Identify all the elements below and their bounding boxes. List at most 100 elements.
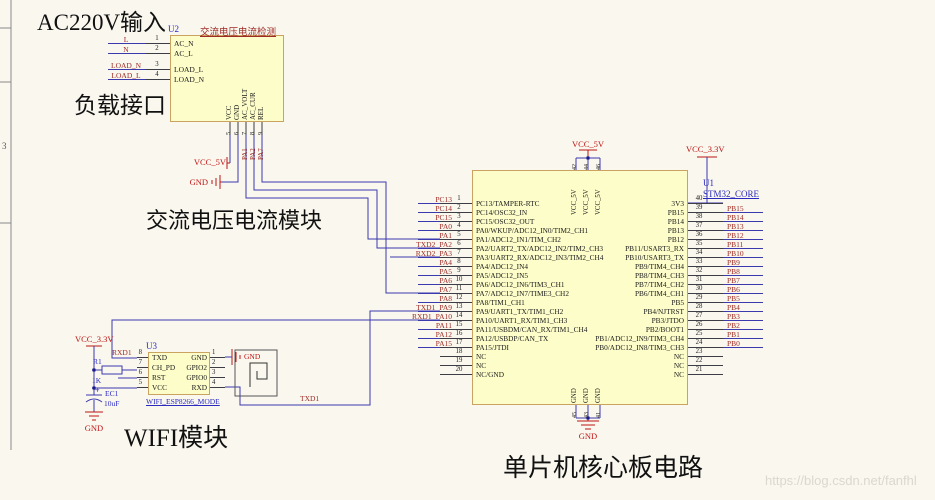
net-label: PB0: [727, 339, 740, 348]
right-pin-stub: [688, 274, 723, 276]
net-label: PB6: [727, 285, 740, 294]
left-pin-number: 10: [455, 276, 463, 283]
right-pin-name: NC: [673, 361, 684, 370]
right-pin-name: PB15: [667, 208, 684, 217]
left-pin-name: PA10/UART1_RX/TIM1_CH3: [476, 316, 568, 325]
u1-pin-row: PA5 9 PA5/ADC12_IN5 PB8/TIM4_CH3 32 PB8: [395, 267, 770, 280]
right-pin-number: 4: [212, 378, 216, 386]
u2-pin-row: LOAD_L 4 LOAD_N: [108, 70, 238, 84]
u3-pin-row: 7 CH_PD GPIO2 2: [118, 359, 234, 372]
pin-number: 3: [155, 60, 159, 68]
right-pin-number: 29: [695, 294, 703, 301]
pin-number: 4: [155, 70, 159, 78]
u2-pin-row: L 1 AC_N: [108, 35, 238, 48]
left-wire: [418, 292, 440, 294]
resistor-r1-symbol: [101, 365, 123, 375]
left-wire: [418, 265, 440, 267]
left-wire: [418, 328, 440, 330]
left-wire: [418, 247, 440, 249]
right-pin-stub: [688, 310, 723, 312]
right-pin-number: 1: [212, 348, 216, 356]
left-net-labels: PA1: [395, 231, 452, 240]
left-pin-number: 14: [455, 312, 463, 319]
u1-comment: STM32_CORE: [703, 189, 760, 199]
net-label: L: [123, 35, 129, 44]
left-pin-number: 5: [457, 231, 461, 238]
net-label: PA3: [439, 249, 452, 258]
left-pin-name: PA9/UART1_TX/TIM1_CH2: [476, 307, 564, 316]
right-pin-stub: [688, 202, 723, 204]
pin-stub: [145, 42, 170, 44]
pin-name: GND: [595, 388, 602, 403]
left-net-labels: PA11: [395, 321, 452, 330]
net-label: LOAD_N: [111, 61, 141, 70]
right-pin-name: PB2/BOOT1: [645, 325, 684, 334]
right-wire: [723, 229, 763, 231]
right-pin-stub: [688, 337, 723, 339]
net-label: PB1: [727, 330, 740, 339]
pin-stub: [145, 52, 170, 54]
watermark-url: https://blog.csdn.net/fanfhl: [765, 473, 917, 488]
left-pin-name: NC: [476, 361, 487, 370]
net-label: N: [123, 45, 129, 54]
right-pin-name: PB12: [667, 235, 684, 244]
left-wire: [418, 346, 440, 348]
esp8266-module-outline: [234, 349, 278, 397]
right-pin-number: 36: [695, 231, 703, 238]
left-pin-stub: [440, 238, 472, 240]
u1-pin-row: 19 NC NC 22: [395, 357, 770, 370]
left-pin-name: PA4/ADC12_IN4: [476, 262, 529, 271]
left-pin-stub: [440, 256, 472, 258]
ec1-value: 10uF: [104, 399, 120, 408]
net-label: PB12: [727, 231, 744, 240]
right-pin-number: 3: [212, 368, 216, 376]
left-pin-name: PA0/WKUP/ADC12_IN0/TIM2_CH1: [476, 226, 589, 235]
left-wire: [418, 229, 440, 231]
left-pin-name: PC13/TAMPER-RTC: [476, 199, 540, 208]
sheet-zone-label: 3: [2, 141, 7, 151]
right-pin-stub: [688, 328, 723, 330]
u2-pin-row: LOAD_N 3 LOAD_L: [108, 60, 238, 74]
u1-power-pin: GND 41: [594, 376, 606, 420]
left-pin-name: NC/GND: [476, 370, 504, 379]
pin-stub: [145, 68, 170, 70]
right-wire: [723, 211, 763, 213]
u2-gnd-wire: [222, 135, 239, 183]
signal-tag: RXD2: [415, 249, 436, 258]
right-pin-name: GPIO2: [186, 362, 207, 372]
net-label: PB11: [727, 240, 744, 249]
right-pin-stub: [688, 373, 723, 375]
u1-pin-row: PA1 5 PA1/ADC12_IN1/TIM_CH2 PB12 36 PB12: [395, 231, 770, 244]
title-wifi-module: WIFI模块: [124, 425, 229, 452]
net-label-rxd1: RXD1: [112, 348, 132, 357]
u1-pin-row: PA11 15 PA11/USBDM/CAN_RX/TIM1_CH4 PB2/B…: [395, 321, 770, 334]
net-label: PB8: [727, 267, 740, 276]
net-pa7-wire: [261, 135, 440, 294]
pin-name: LOAD_N: [174, 74, 204, 84]
u1-pin-row: PC14 2 PC14/OSC32_IN PB15 39 PB15: [395, 204, 770, 217]
left-pin-name: PC15/OSC32_OUT: [476, 217, 535, 226]
left-wire: [418, 202, 440, 204]
right-pin-name: PB5: [671, 298, 684, 307]
right-pin-stub: [210, 376, 225, 378]
left-pin-name: RST: [152, 372, 166, 382]
pin-number: 9: [257, 131, 264, 135]
net-label: PA10: [435, 312, 452, 321]
title-load-port: 负载接口: [74, 93, 166, 118]
u3-right-gnd-label: GND: [244, 352, 261, 361]
left-pin-number: 6: [457, 240, 461, 247]
right-pin-number: 24: [695, 339, 703, 346]
left-pin-name: TXD: [152, 352, 167, 362]
u3-designator: U3: [146, 341, 157, 351]
left-net-labels: PA6: [395, 276, 452, 285]
left-wire: [418, 211, 440, 213]
net-label: PA1: [439, 231, 452, 240]
left-pin-number: 4: [457, 222, 461, 229]
left-pin-number: 2: [457, 204, 461, 211]
net-label: PB15: [727, 204, 744, 213]
left-pin-name: PA2/UART2_TX/ADC12_IN2/TIM2_CH3: [476, 244, 603, 253]
left-wire: [418, 238, 440, 240]
